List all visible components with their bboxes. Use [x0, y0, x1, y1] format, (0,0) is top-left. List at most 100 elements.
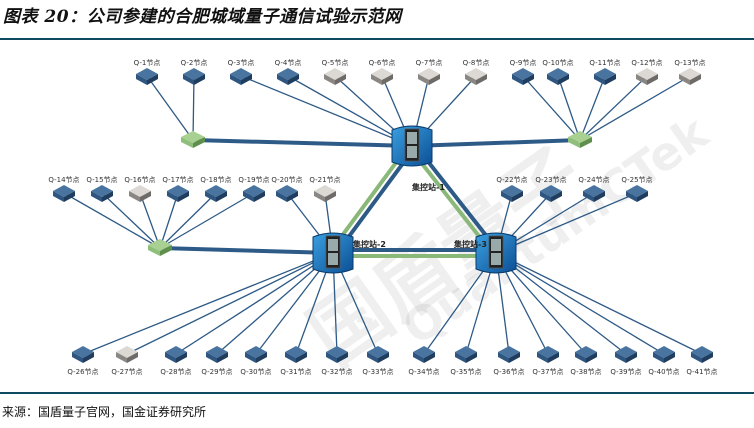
- node-side-left: [167, 191, 178, 202]
- node-side-left: [314, 191, 325, 202]
- node-side-right: [102, 191, 113, 202]
- q-node: Q-37节点: [532, 346, 564, 376]
- node-side-left: [371, 74, 382, 85]
- node-side-right: [558, 74, 569, 85]
- q-node: Q-31节点: [280, 346, 312, 376]
- node-side-left: [512, 74, 523, 85]
- switch-icon: [181, 131, 205, 148]
- node-side-left: [583, 191, 594, 202]
- node-side-right: [216, 191, 227, 202]
- node-side-left: [594, 74, 605, 85]
- node-label: Q-27节点: [111, 368, 142, 376]
- q-node: Q-39节点: [610, 346, 642, 376]
- node-side-right: [637, 191, 648, 202]
- node-link: [579, 75, 691, 141]
- node-side-left: [636, 74, 647, 85]
- q-node: Q-13节点: [674, 59, 706, 85]
- q-node: Q-30节点: [240, 346, 272, 376]
- q-node: Q-23节点: [535, 176, 567, 202]
- node-link: [557, 75, 581, 141]
- node-link: [216, 252, 334, 355]
- node-label: Q-14节点: [48, 176, 79, 184]
- node-link: [579, 75, 606, 141]
- q-node: Q-21节点: [309, 176, 341, 202]
- node-label: Q-5节点: [322, 59, 349, 67]
- node-label: Q-11节点: [589, 59, 620, 67]
- node-side-right: [466, 352, 477, 363]
- node-label: Q-24节点: [578, 176, 609, 184]
- node-side-right: [429, 74, 440, 85]
- node-label: Q-8节点: [463, 59, 490, 67]
- node-link: [126, 252, 334, 355]
- q-node: Q-1节点: [134, 59, 160, 85]
- node-label: Q-40节点: [648, 368, 679, 376]
- node-side-right: [254, 191, 265, 202]
- node-side-right: [548, 352, 559, 363]
- node-side-right: [337, 352, 348, 363]
- node-link: [495, 252, 665, 355]
- node-label: Q-18节点: [200, 176, 231, 184]
- q-node: Q-36节点: [493, 346, 525, 376]
- q-node: Q-4节点: [275, 59, 301, 85]
- node-link: [82, 252, 334, 355]
- node-label: Q-38节点: [570, 368, 601, 376]
- node-side-right: [702, 352, 713, 363]
- node-label: Q-25节点: [621, 176, 652, 184]
- node-side-left: [413, 352, 424, 363]
- node-side-right: [605, 74, 616, 85]
- node-label: Q-41节点: [686, 368, 717, 376]
- node-side-left: [465, 74, 476, 85]
- q-node: Q-16节点: [124, 176, 156, 202]
- node-side-left: [243, 191, 254, 202]
- figure-title: 图表 20：公司参建的合肥城域量子通信试验示范网: [3, 7, 402, 27]
- backbone-link-blue: [159, 246, 334, 255]
- node-label: Q-33节点: [362, 368, 393, 376]
- node-side-left: [230, 74, 241, 85]
- rack-panel: [491, 253, 501, 265]
- q-node: Q-34节点: [408, 346, 440, 376]
- q-node: Q-7节点: [416, 59, 442, 85]
- node-side-left: [116, 352, 127, 363]
- switch-side: [580, 137, 592, 148]
- node-link: [146, 75, 194, 141]
- node-side-right: [64, 191, 75, 202]
- node-side-right: [509, 352, 520, 363]
- q-node: Q-25节点: [621, 176, 653, 202]
- node-side-left: [498, 352, 509, 363]
- node-link: [522, 75, 581, 141]
- q-node: Q-17节点: [162, 176, 194, 202]
- node-side-left: [136, 74, 147, 85]
- node-side-right: [296, 352, 307, 363]
- node-side-right: [256, 352, 267, 363]
- node-label: Q-20节点: [271, 176, 302, 184]
- node-label: Q-12节点: [631, 59, 662, 67]
- station-label: 集控站-1: [411, 182, 445, 192]
- node-label: Q-23节点: [535, 176, 566, 184]
- node-label: Q-10节点: [542, 59, 573, 67]
- q-node: Q-11节点: [589, 59, 621, 85]
- node-side-right: [647, 74, 658, 85]
- q-node: Q-14节点: [48, 176, 80, 202]
- q-node: Q-20节点: [271, 176, 303, 202]
- node-side-right: [664, 352, 675, 363]
- q-node: Q-6节点: [369, 59, 395, 85]
- node-link: [495, 252, 627, 355]
- node-side-right: [147, 74, 158, 85]
- node-side-right: [626, 352, 637, 363]
- node-label: Q-39节点: [610, 368, 641, 376]
- node-label: Q-17节点: [162, 176, 193, 184]
- node-side-left: [540, 191, 551, 202]
- node-side-left: [245, 352, 256, 363]
- node-label: Q-16节点: [124, 176, 155, 184]
- node-label: Q-35节点: [450, 368, 481, 376]
- node-side-left: [653, 352, 664, 363]
- node-side-left: [575, 352, 586, 363]
- source-note: 来源：国盾量子官网，国金证券研究所: [2, 405, 207, 419]
- q-node: Q-18节点: [200, 176, 232, 202]
- node-label: Q-15节点: [86, 176, 117, 184]
- node-link: [159, 192, 217, 249]
- node-side-left: [501, 191, 512, 202]
- node-side-right: [382, 74, 393, 85]
- node-label: Q-2节点: [181, 59, 208, 67]
- node-side-left: [53, 191, 64, 202]
